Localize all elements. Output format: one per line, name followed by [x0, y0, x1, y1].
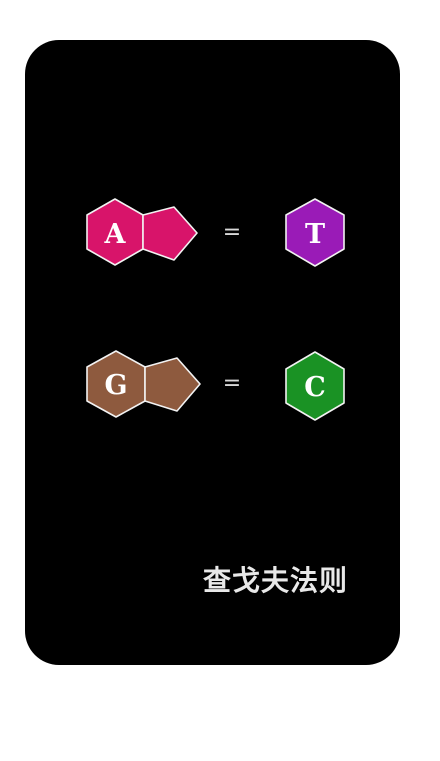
guanine-letter: G: [104, 370, 127, 401]
thymine-molecule: T: [285, 198, 345, 267]
cytosine-letter: C: [304, 372, 326, 403]
guanine-molecule: G: [86, 350, 201, 418]
cytosine-hexagon: [285, 351, 345, 421]
thymine-letter: T: [305, 219, 325, 250]
thymine-hexagon: [285, 198, 345, 267]
pair-g-c: G = C: [86, 350, 345, 421]
adenine-pentagon: [142, 206, 198, 261]
adenine-molecule: A: [86, 198, 198, 266]
equals-sign: =: [223, 371, 241, 396]
pair-a-t: A = T: [86, 198, 345, 267]
caption-title: 查戈夫法则: [202, 564, 348, 597]
cytosine-molecule: C: [285, 351, 345, 421]
base-pairing-diagram: A = T G = C: [86, 198, 345, 421]
equals-sign: =: [223, 220, 241, 245]
adenine-letter: A: [104, 219, 127, 250]
diagram-card: A = T G = C 查戈夫法则: [25, 40, 400, 665]
guanine-pentagon: [144, 357, 201, 412]
